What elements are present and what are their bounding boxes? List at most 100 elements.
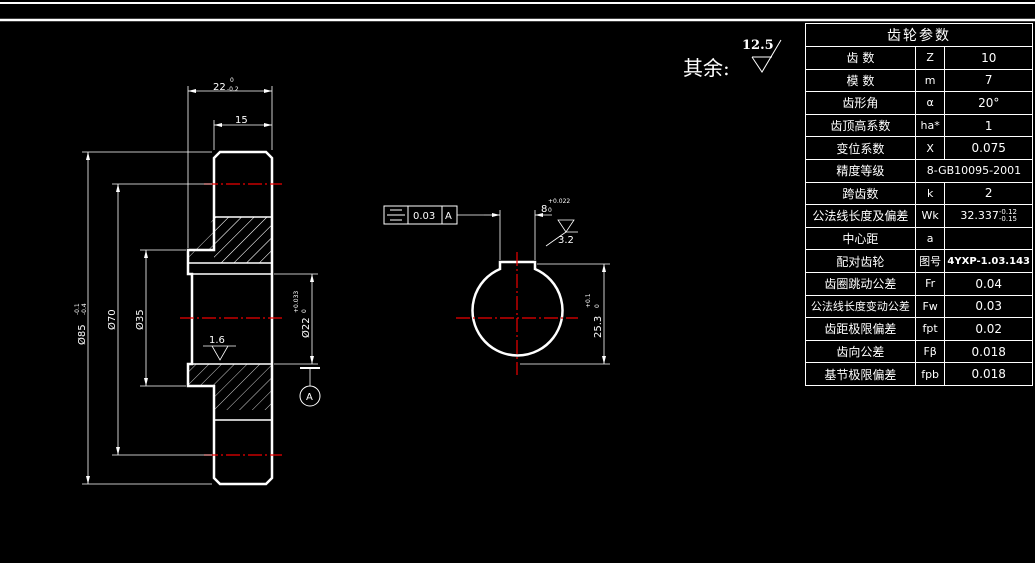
param-name: 公法线长度变动公差 [805, 294, 916, 319]
param-symbol: 图号 [914, 249, 946, 273]
param-symbol: fpt [914, 317, 946, 341]
outer-dia-text: Ø85 [76, 324, 88, 345]
depth-dim-text: 25.3 [593, 316, 604, 338]
param-name: 精度等级 [805, 158, 916, 183]
param-symbol: Fw [914, 294, 946, 319]
table-title: 齿轮参数 [805, 23, 1033, 47]
param-value: 20° [944, 91, 1033, 115]
roughness-symbol [557, 219, 575, 233]
param-name: 齿距极限偏差 [805, 317, 916, 341]
rest-surface-note: 其余: [683, 56, 730, 80]
roughness-leader [545, 231, 567, 247]
param-name: 齿向公差 [805, 339, 916, 364]
root-dia-text: Ø70 [106, 309, 118, 330]
param-value: 32.337-0.12-0.15 [944, 204, 1033, 228]
roughness-symbol [211, 345, 229, 361]
bore-tol-upper: +0.033 [293, 291, 300, 313]
outer-tol-lower: -0.4 [81, 303, 88, 315]
param-value: 0.04 [944, 271, 1033, 296]
gear-hatch-lower [188, 364, 272, 410]
keyway-roughness-text: 3.2 [558, 235, 574, 246]
keyway-labels: 0.03 A 8 +0.022 0 3.2 25.3 +0.1 0 [413, 198, 604, 338]
param-value: 0.03 [944, 294, 1033, 319]
param-symbol: fpb [914, 362, 946, 386]
param-value: 2 [944, 181, 1033, 206]
tol-datum-text: A [445, 211, 452, 222]
gear-outline [186, 150, 274, 486]
width-tol-upper: 0 [230, 77, 234, 84]
depth-tol-lower: 0 [594, 304, 601, 308]
keyway-width-text: 8 [541, 204, 547, 215]
param-name: 变位系数 [805, 136, 916, 160]
width-dim-text: 22 [213, 82, 226, 93]
param-value: 10 [944, 46, 1033, 70]
param-value: 1 [944, 113, 1033, 138]
width-tol-lower: -0.2 [227, 86, 239, 93]
param-symbol: X [914, 136, 946, 160]
param-name: 齿形角 [805, 91, 916, 115]
datum-letter: A [306, 392, 313, 403]
param-symbol: k [914, 181, 946, 206]
hub-dia-text: Ø35 [134, 309, 146, 330]
table-title-row: 齿轮参数 [805, 23, 1033, 47]
param-name: 配对齿轮 [805, 249, 916, 273]
param-symbol: ha* [914, 113, 946, 138]
param-value: 0.075 [944, 136, 1033, 160]
wk-tol-upper: -0.12 [998, 207, 1018, 216]
keyway-outline [471, 260, 564, 357]
param-name: 跨齿数 [805, 181, 916, 206]
param-value: 0.018 [944, 362, 1033, 386]
rest-roughness-symbol [751, 39, 782, 73]
gear-roughness-text: 1.6 [209, 335, 225, 346]
hub-dim-text: 15 [235, 115, 248, 126]
param-value: 0.02 [944, 317, 1033, 341]
wk-value: 32.337 [960, 208, 999, 222]
param-name: 齿顶高系数 [805, 113, 916, 138]
param-symbol: Z [914, 46, 946, 70]
keyway-tol-lower: 0 [548, 207, 552, 214]
gear-view-labels: 22 0 -0.2 15 Ø85 -0.1 -0.4 Ø70 Ø35 Ø22 +… [74, 77, 313, 403]
gear-hatch-upper-rim [214, 217, 272, 263]
param-symbol: Fβ [914, 339, 946, 364]
param-symbol: m [914, 68, 946, 93]
param-value [944, 226, 1033, 251]
rest-roughness-value: 12.5 [742, 38, 774, 53]
bore-dia-text: Ø22 [300, 317, 312, 338]
param-value: 7 [944, 68, 1033, 93]
param-symbol: Fr [914, 271, 946, 296]
param-symbol: a [914, 226, 946, 251]
param-name: 公法线长度及偏差 [805, 204, 916, 228]
param-value: 8-GB10095-2001 [914, 158, 1034, 183]
param-name: 齿 数 [805, 46, 916, 70]
param-name: 基节极限偏差 [805, 362, 916, 386]
param-value: 0.018 [944, 339, 1033, 364]
keyway-tol-upper: +0.022 [548, 198, 570, 205]
param-name: 齿圈跳动公差 [805, 271, 916, 296]
datum-circle [299, 385, 321, 407]
depth-tol-upper: +0.1 [585, 293, 592, 308]
tol-value-text: 0.03 [413, 211, 435, 222]
param-symbol: α [914, 91, 946, 115]
param-symbol: Wk [914, 204, 946, 228]
param-name: 中心距 [805, 226, 916, 251]
param-name: 模 数 [805, 68, 916, 93]
wk-tol-lower: -0.15 [998, 214, 1018, 223]
bore-tol-lower: 0 [301, 309, 308, 313]
keyway-section-view [383, 205, 610, 375]
outer-tol-upper: -0.1 [74, 303, 81, 315]
